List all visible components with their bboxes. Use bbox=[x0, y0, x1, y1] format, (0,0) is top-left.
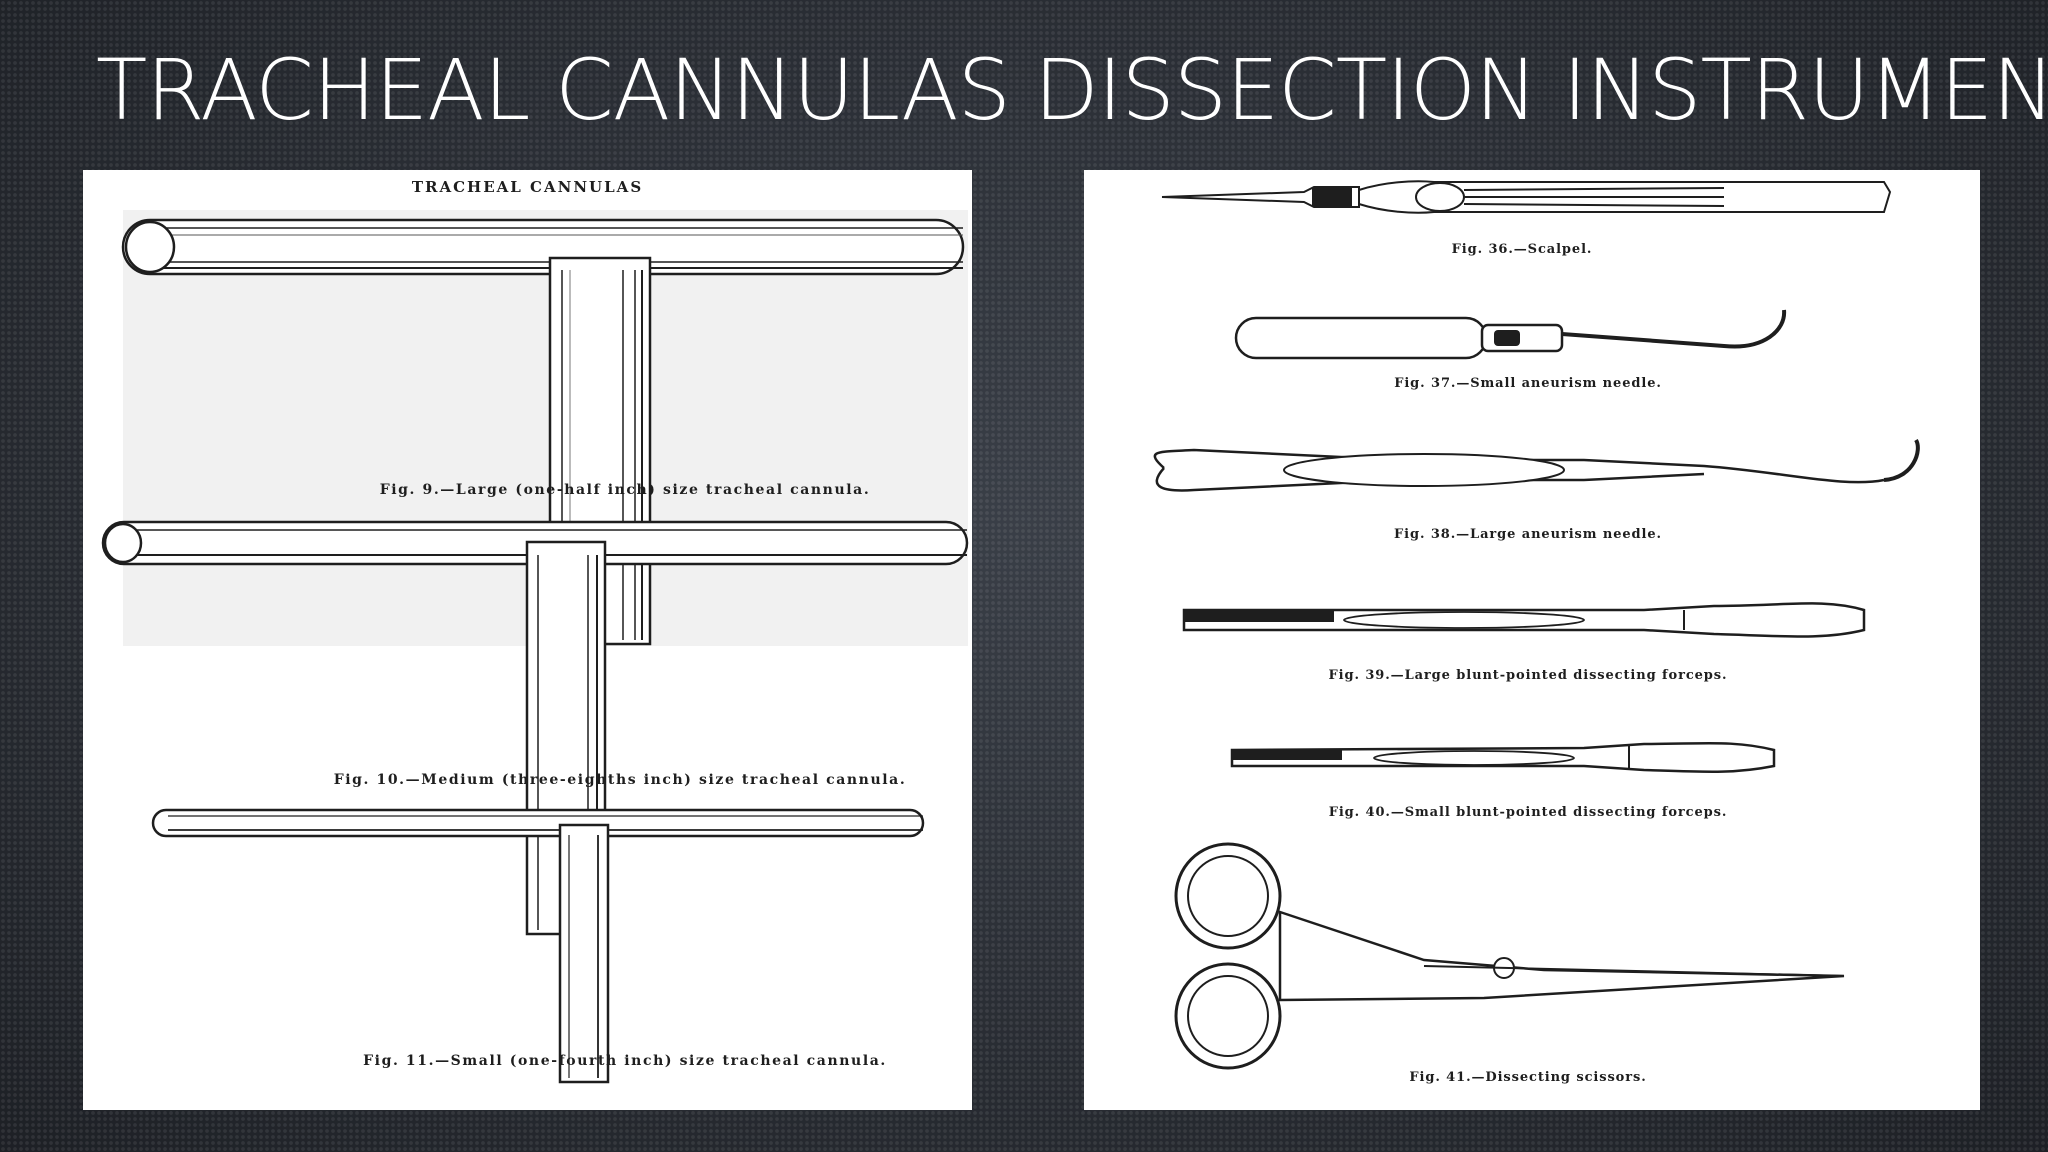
fig-9-caption: Fig. 9.—Large (one-half inch) size trach… bbox=[379, 482, 871, 498]
fig-11-caption: Fig. 11.—Small (one-fourth inch) size tr… bbox=[363, 1053, 887, 1069]
fig-39-caption: Fig. 39.—Large blunt-pointed dissecting … bbox=[1328, 668, 1728, 683]
scissors-figure bbox=[1174, 842, 1845, 1070]
small-forceps-figure bbox=[1230, 741, 1776, 774]
tracheal-cannulas-illustration bbox=[101, 210, 969, 1084]
fig-40-caption: Fig. 40.—Small blunt-pointed dissecting … bbox=[1328, 805, 1728, 820]
dissection-instruments-illustration bbox=[1153, 180, 1920, 1070]
fig-41-caption: Fig. 41.—Dissecting scissors. bbox=[1409, 1070, 1647, 1085]
fig-38-caption: Fig. 38.—Large aneurism needle. bbox=[1394, 527, 1662, 542]
small-aneurism-needle-figure bbox=[1234, 309, 1787, 360]
large-forceps-figure bbox=[1182, 602, 1866, 638]
fig-37-caption: Fig. 37.—Small aneurism needle. bbox=[1394, 376, 1662, 391]
small-cannula-figure bbox=[151, 808, 925, 1084]
fig-36-caption: Fig. 36.—Scalpel. bbox=[1451, 242, 1593, 257]
scalpel-figure bbox=[1161, 180, 1892, 214]
tracheal-cannulas-panel: TRACHEAL CANNULAS Fig. 9.—Large (one-hal… bbox=[83, 170, 972, 1110]
right-heading: DISSECTION INSTRUMENTS bbox=[1034, 41, 2048, 139]
left-heading: TRACHEAL CANNULAS bbox=[96, 41, 1011, 139]
page-heading: TRACHEAL CANNULAS bbox=[411, 178, 644, 196]
dissection-instruments-panel: Fig. 36.—Scalpel. Fig. 37.—Small aneuris… bbox=[1084, 170, 1980, 1110]
fig-10-caption: Fig. 10.—Medium (three-eighths inch) siz… bbox=[333, 772, 907, 788]
large-aneurism-needle-figure bbox=[1153, 438, 1920, 492]
